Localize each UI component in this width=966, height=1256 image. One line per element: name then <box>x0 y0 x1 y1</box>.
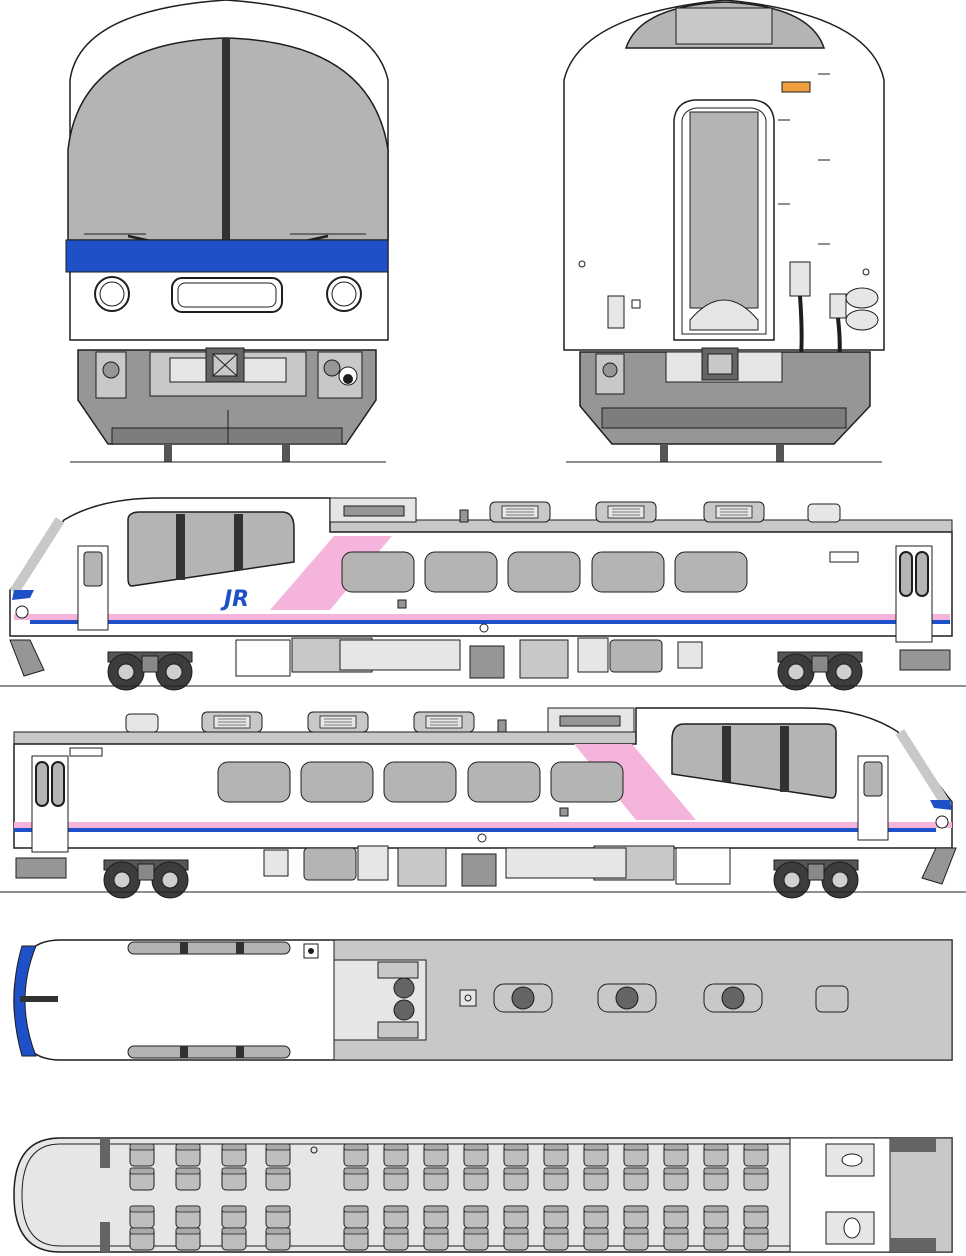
side-left-window-4 <box>591 551 665 593</box>
roof-view <box>13 939 953 1061</box>
floor-sink-icon <box>843 1217 861 1239</box>
roof-vent-1 <box>493 983 553 1013</box>
side-right-roof-vent-1 <box>201 711 263 733</box>
side-right-roof <box>13 731 637 745</box>
roof-vent-3 <box>703 983 763 1013</box>
side-right-window-4 <box>467 761 541 803</box>
side-left-roof-vent-2 <box>595 501 657 523</box>
side-view-right <box>0 707 966 899</box>
floor-plan <box>13 1137 953 1253</box>
side-right-window-2 <box>300 761 374 803</box>
side-left-window-1 <box>341 551 415 593</box>
floor-vestibule <box>889 1137 953 1253</box>
side-right-window-3 <box>383 761 457 803</box>
roof-nose-stripe <box>13 945 37 1057</box>
floor-toilet-icon <box>841 1153 863 1167</box>
front-blue-band <box>65 239 389 273</box>
rear-jumper-socket-left <box>789 261 811 297</box>
side-left-roof-vent-3 <box>703 501 765 523</box>
roof-vent-2 <box>597 983 657 1013</box>
side-right-roof-vent-3 <box>413 711 475 733</box>
side-right-cab-window <box>671 723 837 799</box>
side-left-blue-stripe <box>30 620 950 624</box>
rear-marker-light <box>781 81 811 93</box>
side-left-bogie-front <box>107 651 193 691</box>
side-right-blue-stripe <box>14 828 936 832</box>
rear-view <box>563 0 885 463</box>
side-left-window-3 <box>507 551 581 593</box>
side-left-roof-vent-1 <box>489 501 551 523</box>
front-window-pillar <box>222 38 230 240</box>
rear-door-window <box>689 111 759 309</box>
side-right-window-1 <box>217 761 291 803</box>
side-right-roof-vent-2 <box>307 711 369 733</box>
side-right-window-5 <box>550 761 624 803</box>
front-view <box>65 0 389 463</box>
side-left-window-2 <box>424 551 498 593</box>
side-left-window-5 <box>674 551 748 593</box>
side-left-cab-window <box>127 511 295 587</box>
side-view-left: JR <box>0 497 966 691</box>
side-left-bogie-rear <box>777 651 863 691</box>
jr-logo-left: JR <box>220 587 249 612</box>
rear-jumper-socket-right <box>829 293 847 319</box>
